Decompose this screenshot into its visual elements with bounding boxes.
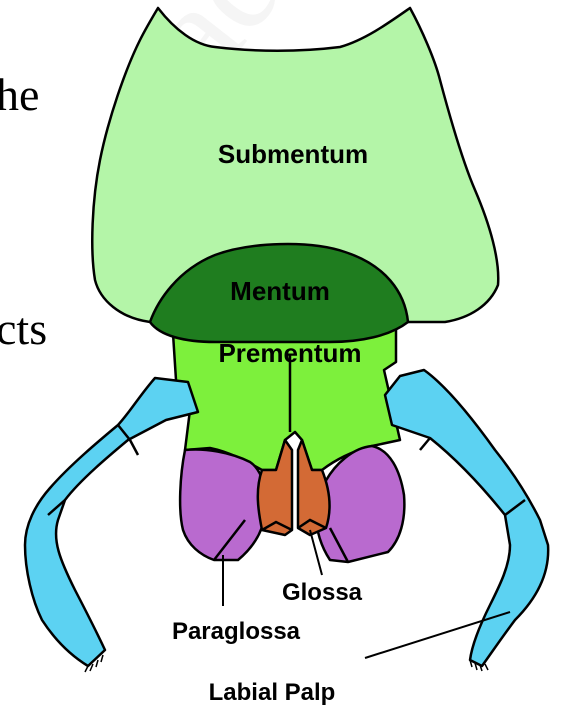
palp-tip-fringe: [85, 655, 488, 672]
mentum-label: Mentum: [230, 276, 330, 306]
labial-palp-label: Labial Palp: [209, 679, 336, 706]
submentum-label: Submentum: [218, 139, 368, 169]
glossa-label: Glossa: [282, 579, 363, 606]
paraglossa-label: Paraglossa: [172, 618, 301, 645]
labial-palp-right-shape: [385, 370, 548, 666]
prementum-label: Prementum: [218, 338, 361, 368]
paraglossa-left-shape: [180, 450, 266, 561]
